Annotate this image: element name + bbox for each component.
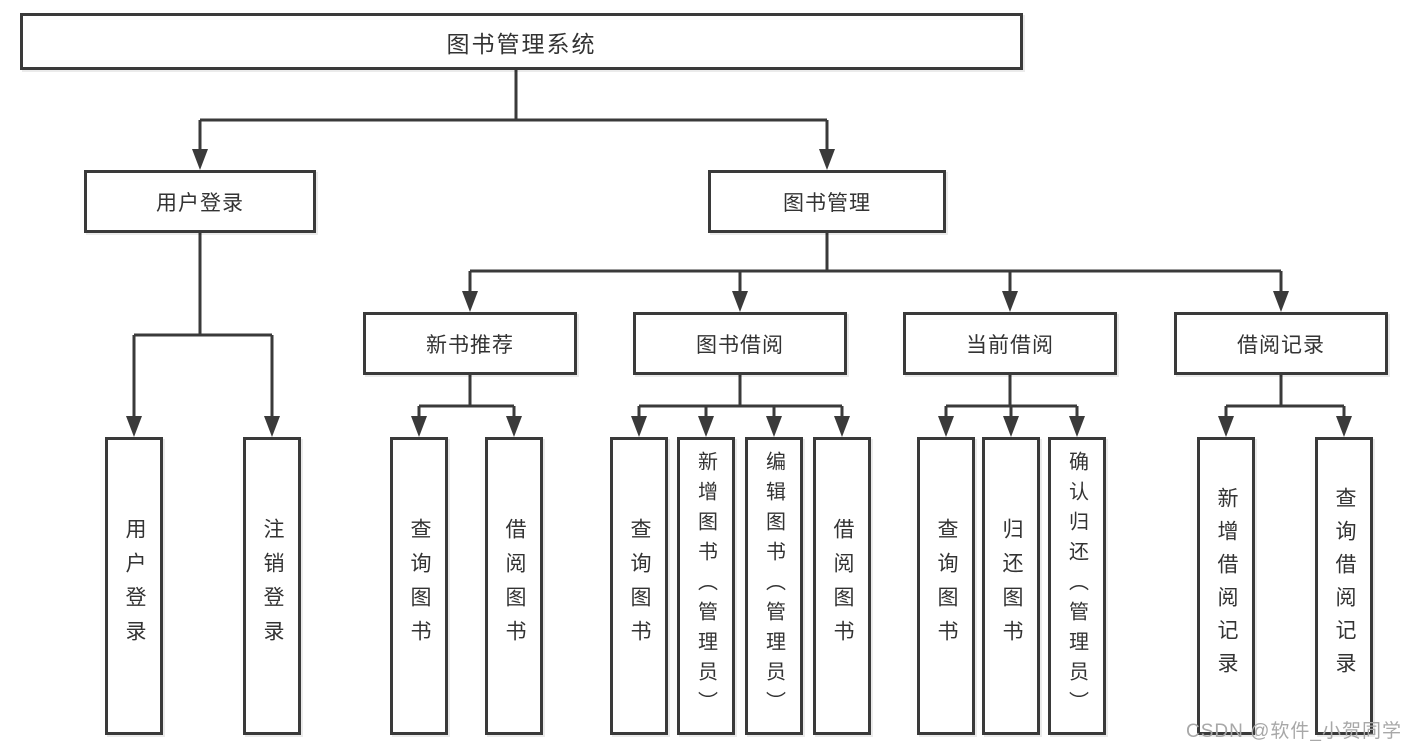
leaf-label: 编辑图书（管理员） <box>762 451 785 721</box>
leaf-add-books-admin: 新增图书（管理员） <box>677 437 735 735</box>
node-library-system: 图书管理系统 <box>20 13 1023 70</box>
leaf-add-borrow-record: 新增借阅记录 <box>1197 437 1255 735</box>
connector-borrow-to-leaves <box>637 375 844 419</box>
leaf-label: 借阅图书 <box>503 518 526 654</box>
node-label: 用户登录 <box>156 191 244 215</box>
node-current-borrow: 当前借阅 <box>903 312 1117 375</box>
leaf-confirm-return-admin: 确认归还（管理员） <box>1048 437 1106 735</box>
leaf-label: 借阅图书 <box>831 518 854 654</box>
node-book-borrow: 图书借阅 <box>633 312 847 375</box>
csdn-watermark: CSDN @软件_小贺同学 <box>1186 721 1402 742</box>
connector-records-to-leaves <box>1224 375 1346 419</box>
node-label: 图书借阅 <box>696 333 784 357</box>
leaf-logout: 注销登录 <box>243 437 301 735</box>
leaf-query-borrow-record: 查询借阅记录 <box>1315 437 1373 735</box>
node-new-book-recommendation: 新书推荐 <box>363 312 577 375</box>
leaf-label: 查询图书 <box>408 518 431 654</box>
leaf-label: 查询借阅记录 <box>1333 487 1356 685</box>
leaf-label: 新增图书（管理员） <box>694 451 717 721</box>
node-label: 借阅记录 <box>1237 333 1325 357</box>
leaf-return-books: 归还图书 <box>982 437 1040 735</box>
leaf-label: 查询图书 <box>628 518 651 654</box>
connector-current-to-leaves <box>944 375 1079 419</box>
leaf-borrow-books: 借阅图书 <box>813 437 871 735</box>
leaf-query-books: 查询图书 <box>610 437 668 735</box>
connector-newbook-to-leaves <box>417 375 516 419</box>
arrowheads <box>126 149 1352 437</box>
leaf-label: 确认归还（管理员） <box>1065 451 1088 721</box>
node-user-login: 用户登录 <box>84 170 316 233</box>
node-book-management: 图书管理 <box>708 170 946 233</box>
leaf-label: 注销登录 <box>261 518 284 654</box>
leaf-label: 用户登录 <box>123 518 146 654</box>
leaf-edit-books-admin: 编辑图书（管理员） <box>745 437 803 735</box>
leaf-query-books: 查询图书 <box>390 437 448 735</box>
connector-root-to-level2 <box>198 70 829 152</box>
leaf-user-login: 用户登录 <box>105 437 163 735</box>
node-label: 图书管理系统 <box>446 30 597 57</box>
leaf-query-books: 查询图书 <box>917 437 975 735</box>
leaf-borrow-books: 借阅图书 <box>485 437 543 735</box>
node-label: 当前借阅 <box>966 333 1054 357</box>
node-borrow-records: 借阅记录 <box>1174 312 1388 375</box>
connector-mgmt-to-level3 <box>468 233 1283 294</box>
node-label: 图书管理 <box>783 191 871 215</box>
leaf-label: 归还图书 <box>1000 518 1023 654</box>
leaf-label: 新增借阅记录 <box>1215 487 1238 685</box>
leaf-label: 查询图书 <box>935 518 958 654</box>
connector-login-to-leaves <box>132 233 274 419</box>
node-label: 新书推荐 <box>426 333 514 357</box>
